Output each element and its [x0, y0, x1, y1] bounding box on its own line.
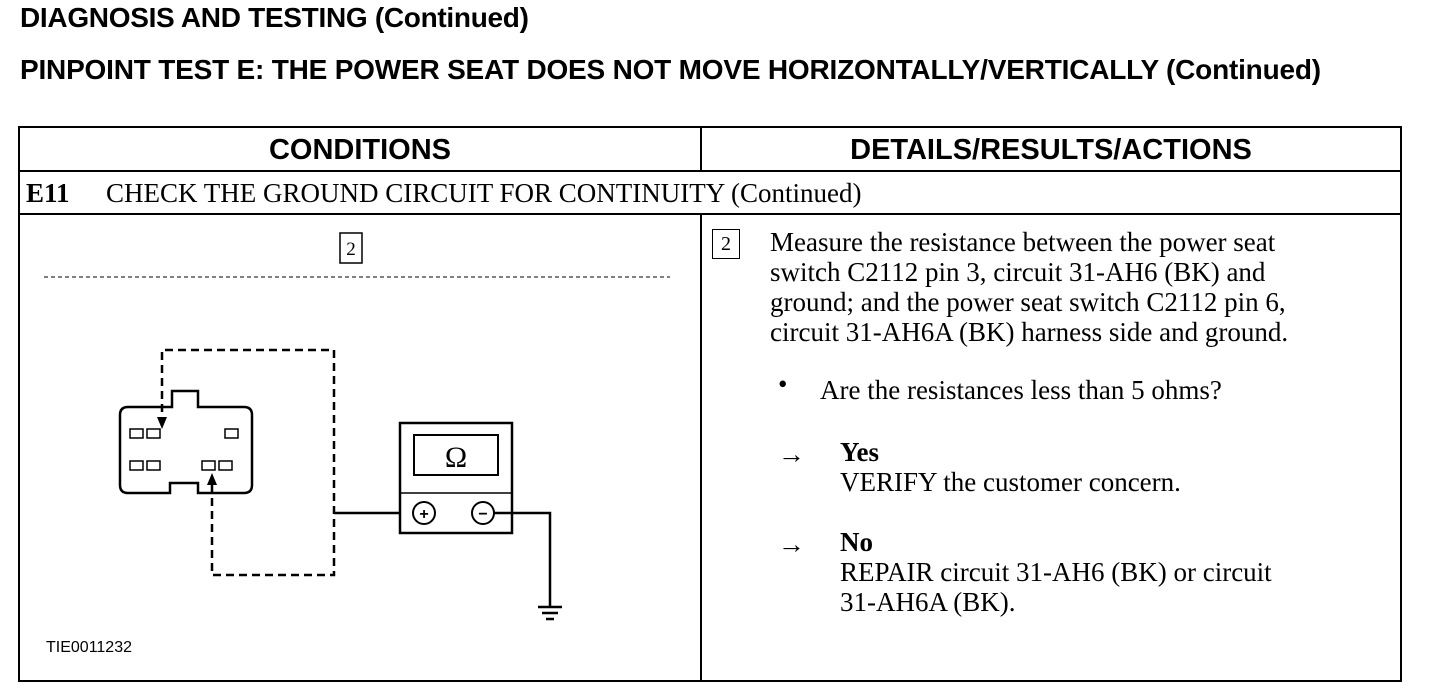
positive-terminal: + — [419, 506, 428, 523]
conditions-panel: 2 — [20, 215, 700, 680]
details-step-marker: 2 — [712, 229, 740, 259]
wiring-diagram: 2 — [44, 232, 670, 621]
column-divider — [700, 128, 702, 170]
arrow-right-icon: → — [778, 439, 805, 469]
ohm-symbol: Ω — [445, 441, 467, 474]
probe-lead-pin3 — [157, 348, 336, 577]
table-header-row: CONDITIONS DETAILS/RESULTS/ACTIONS — [20, 128, 1400, 172]
step-row: E11 CHECK THE GROUND CIRCUIT FOR CONTINU… — [20, 170, 1400, 215]
details-column-header: DETAILS/RESULTS/ACTIONS — [850, 134, 1252, 166]
answer-yes: Yes VERIFY the customer concern. — [840, 437, 1181, 497]
check-question: Are the resistances less than 5 ohms? — [820, 375, 1222, 405]
details-panel: 2 Measure the resistance between the pow… — [702, 215, 1400, 680]
diagram-step-marker: 2 — [339, 232, 363, 264]
ohmmeter: Ω + − — [398, 421, 514, 535]
negative-terminal: − — [478, 506, 487, 523]
conditions-column-header: CONDITIONS — [268, 134, 452, 166]
answer-no: No REPAIR circuit 31-AH6 (BK) or circuit… — [840, 527, 1272, 617]
ground-lead — [494, 511, 562, 621]
column-divider — [700, 215, 702, 680]
measure-instruction: Measure the resistance between the power… — [770, 227, 1289, 347]
pinpoint-test-table: CONDITIONS DETAILS/RESULTS/ACTIONS E11 C… — [18, 126, 1402, 682]
figure-id: TIE0011232 — [46, 639, 132, 656]
step-number: E11 — [26, 178, 70, 208]
bullet-icon: • — [778, 369, 788, 399]
page-heading: DIAGNOSIS AND TESTING (Continued) — [20, 2, 529, 33]
step-title: CHECK THE GROUND CIRCUIT FOR CONTINUITY … — [106, 178, 862, 208]
pinpoint-test-title: PINPOINT TEST E: THE POWER SEAT DOES NOT… — [20, 54, 1321, 85]
svg-text:2: 2 — [346, 239, 356, 260]
connector-c2112 — [118, 389, 254, 495]
arrow-right-icon: → — [778, 529, 805, 559]
